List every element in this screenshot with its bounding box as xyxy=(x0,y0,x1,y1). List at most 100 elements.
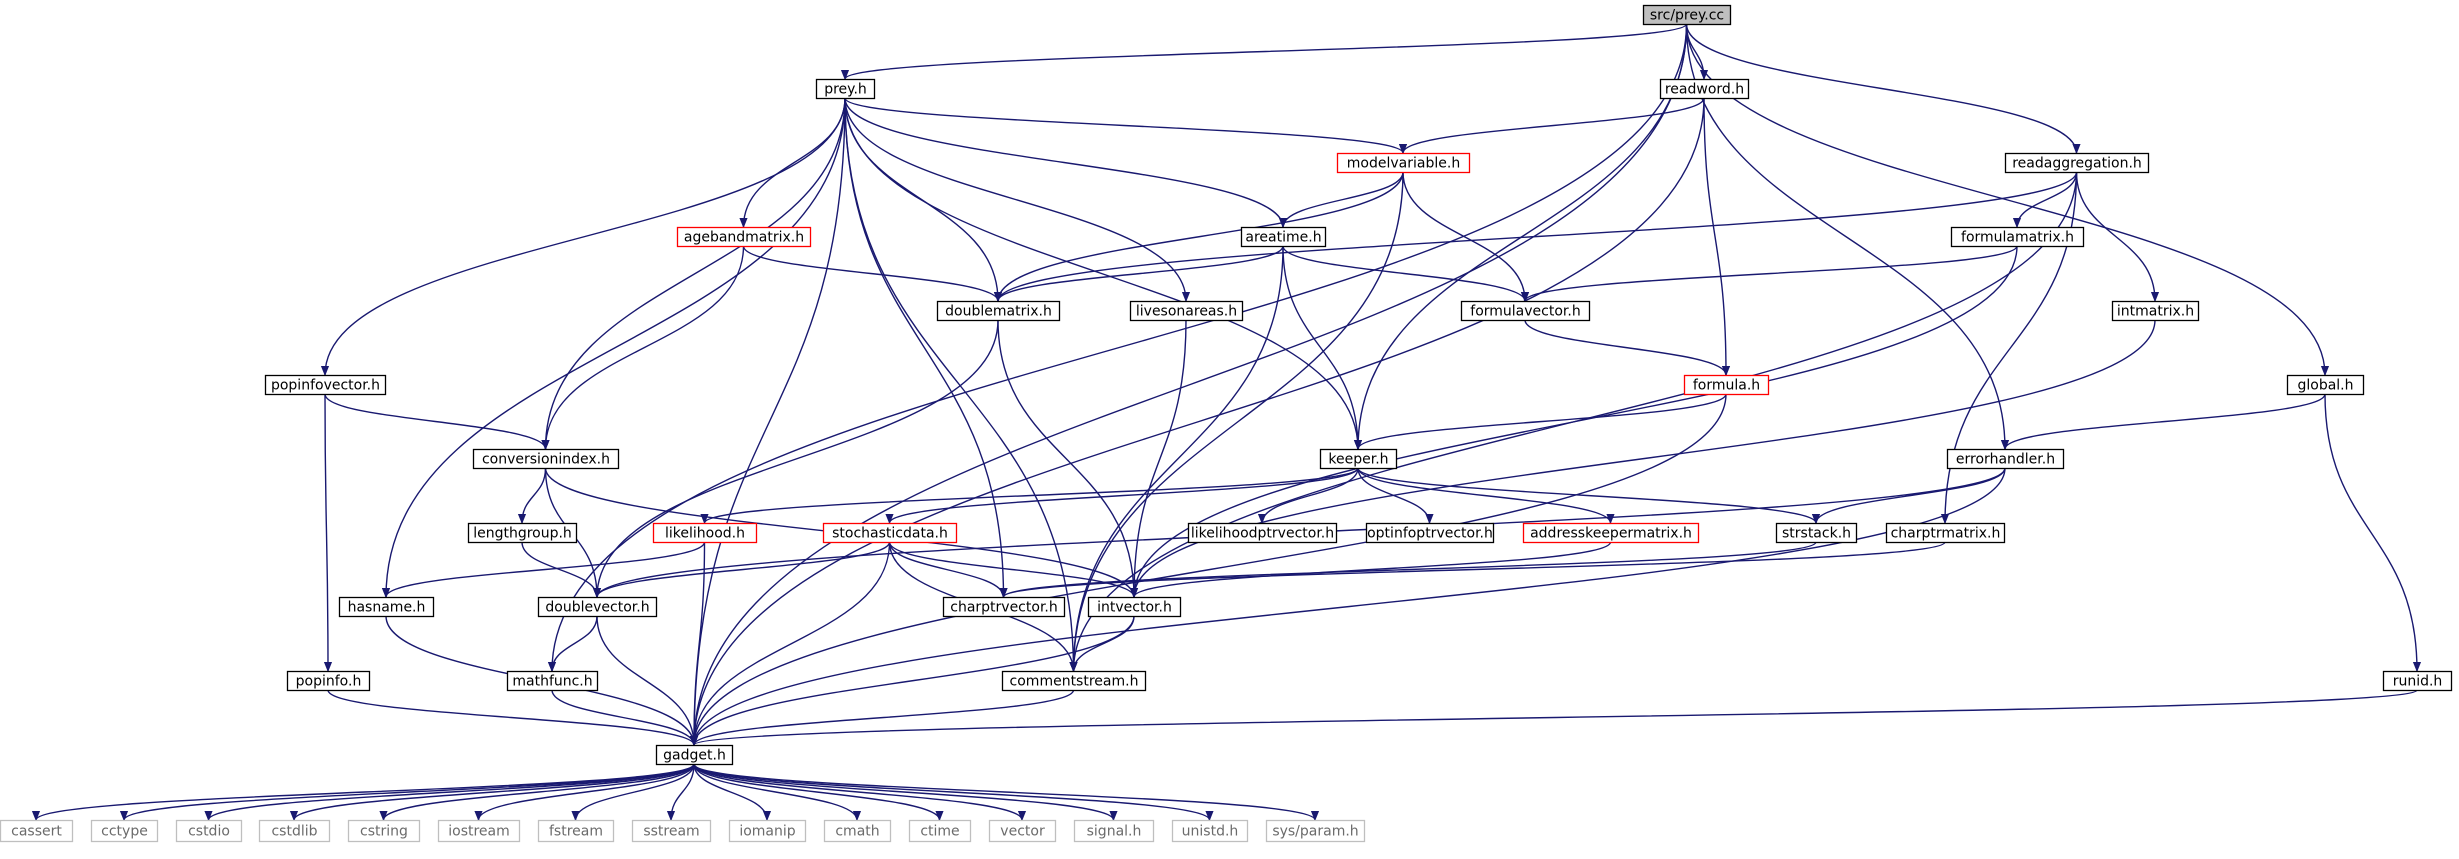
node-box xyxy=(1365,522,1495,544)
node-src-prey-cc[interactable]: src/prey.cc xyxy=(1642,4,1732,26)
node-strstack-h[interactable]: strstack.h xyxy=(1775,522,1858,544)
edge-src_prey_cc-to-keeper_h xyxy=(1358,23,1688,449)
node-box xyxy=(1683,374,1770,396)
edge-doublematrix_h-to-doublevector_h xyxy=(597,319,999,597)
node-unistd-h: unistd.h xyxy=(1171,819,1249,843)
node-box xyxy=(2004,152,2150,174)
node-charptrvector-h[interactable]: charptrvector.h xyxy=(942,596,1066,618)
edge-modelvariable_h-to-commentstream_h xyxy=(1074,171,1404,671)
node-modelvariable-h[interactable]: modelvariable.h xyxy=(1336,152,1471,174)
edge-src_prey_cc-to-prey_h xyxy=(845,23,1688,80)
node-formula-h[interactable]: formula.h xyxy=(1683,374,1770,396)
node-box xyxy=(1129,300,1244,322)
node-box xyxy=(652,522,758,544)
node-box xyxy=(472,448,620,470)
node-intvector-h[interactable]: intvector.h xyxy=(1087,596,1182,618)
node-runid-h[interactable]: runid.h xyxy=(2382,670,2453,692)
edge-prey_h-to-keeper_h xyxy=(844,97,1358,449)
node-areatime-h[interactable]: areatime.h xyxy=(1240,226,1327,248)
node-popinfovector-h[interactable]: popinfovector.h xyxy=(264,374,387,396)
edge-prey_h-to-commentstream_h xyxy=(844,97,1074,671)
edge-formulavector_h-to-formula_h xyxy=(1524,319,1726,376)
node-conversionindex-h[interactable]: conversionindex.h xyxy=(472,448,620,470)
node-box xyxy=(936,300,1061,322)
node-charptrmatrix-h[interactable]: charptrmatrix.h xyxy=(1885,522,2006,544)
node-label: readaggregation.h xyxy=(2012,156,2142,172)
edge-readword_h-to-modelvariable_h xyxy=(1403,97,1705,154)
edge-formulamatrix_h-to-intvector_h xyxy=(1134,245,2018,597)
node-agebandmatrix-h[interactable]: agebandmatrix.h xyxy=(676,226,812,248)
edge-runid_h-to-gadget_h xyxy=(694,689,2418,746)
node-optinfoptrvector-h[interactable]: optinfoptrvector.h xyxy=(1365,522,1495,544)
node-stochasticdata-h[interactable]: stochasticdata.h xyxy=(822,522,958,544)
node-box xyxy=(537,596,658,618)
edge-lengthgroup_h-to-doublevector_h xyxy=(521,541,597,598)
node-readword-h[interactable]: readword.h xyxy=(1659,78,1750,100)
edge-keeper_h-to-likelihoodptrvector_h xyxy=(1262,467,1359,524)
edge-global_h-to-errorhandler_h xyxy=(2005,393,2326,450)
node-label: sstream xyxy=(643,824,699,840)
edge-gadget_h-to-cstdlib xyxy=(294,763,695,821)
edge-errorhandler_h-to-gadget_h xyxy=(694,467,2006,745)
node-gadget-h[interactable]: gadget.h xyxy=(655,744,734,766)
node-label: agebandmatrix.h xyxy=(684,230,804,246)
edge-mathfunc_h-to-gadget_h xyxy=(551,689,694,746)
node-label: strstack.h xyxy=(1782,526,1851,542)
node-label: lengthgroup.h xyxy=(473,526,572,542)
edge-prey_h-to-gadget_h xyxy=(694,97,846,745)
node-keeper-h[interactable]: keeper.h xyxy=(1319,448,1398,470)
node-likelihood-h[interactable]: likelihood.h xyxy=(652,522,758,544)
node-livesonareas-h[interactable]: livesonareas.h xyxy=(1129,300,1244,322)
edge-formula_h-to-gadget_h xyxy=(694,393,1727,745)
edge-intvector_h-to-commentstream_h xyxy=(1074,615,1135,672)
node-box xyxy=(988,819,1057,843)
node-label: global.h xyxy=(2297,378,2353,394)
node-cstdlib: cstdlib xyxy=(258,819,331,843)
edge-prey_h-to-conversionindex_h xyxy=(546,97,846,449)
node-intmatrix-h[interactable]: intmatrix.h xyxy=(2111,300,2200,322)
edge-likelihood_h-to-gadget_h xyxy=(694,541,706,745)
node-doublevector-h[interactable]: doublevector.h xyxy=(537,596,658,618)
node-prey-h[interactable]: prey.h xyxy=(815,78,876,100)
node-box xyxy=(286,670,371,692)
node-formulamatrix-h[interactable]: formulamatrix.h xyxy=(1950,226,2085,248)
node-formulavector-h[interactable]: formulavector.h xyxy=(1460,300,1591,322)
node-lengthgroup-h[interactable]: lengthgroup.h xyxy=(467,522,578,544)
node-doublematrix-h[interactable]: doublematrix.h xyxy=(936,300,1061,322)
node-vector: vector xyxy=(988,819,1057,843)
node-addresskeepermatrix-h[interactable]: addresskeepermatrix.h xyxy=(1522,522,1700,544)
edge-keeper_h-to-addresskeepermatrix_h xyxy=(1357,467,1611,524)
edge-prey_h-to-modelvariable_h xyxy=(844,97,1403,154)
edge-prey_h-to-livesonareas_h xyxy=(844,97,1186,301)
node-cassert: cassert xyxy=(0,819,74,843)
edge-gadget_h-to-sys_param_h xyxy=(693,763,1315,821)
node-cmath: cmath xyxy=(823,819,892,843)
edge-layer xyxy=(36,23,2418,821)
node-box xyxy=(506,670,599,692)
edge-areatime_h-to-commentstream_h xyxy=(1074,245,1284,671)
node-label: likelihoodptrvector.h xyxy=(1191,526,1334,542)
edge-areatime_h-to-formulavector_h xyxy=(1282,245,1525,302)
node-popinfo-h[interactable]: popinfo.h xyxy=(286,670,371,692)
node-box xyxy=(90,819,159,843)
node-errorhandler-h[interactable]: errorhandler.h xyxy=(1946,448,2065,470)
edge-src_prey_cc-to-mathfunc_h xyxy=(552,23,1688,671)
node-box xyxy=(175,819,243,843)
node-readaggregation-h[interactable]: readaggregation.h xyxy=(2004,152,2150,174)
node-box xyxy=(1171,819,1249,843)
edge-keeper_h-to-likelihood_h xyxy=(705,467,1359,524)
node-commentstream-h[interactable]: commentstream.h xyxy=(1001,670,1147,692)
node-label: likelihood.h xyxy=(665,526,745,542)
node-global-h[interactable]: global.h xyxy=(2286,374,2365,396)
node-label: ctime xyxy=(920,824,959,840)
node-hasname-h[interactable]: hasname.h xyxy=(338,596,435,618)
node-sstream: sstream xyxy=(631,819,712,843)
node-box xyxy=(1087,596,1182,618)
node-label: doublematrix.h xyxy=(945,304,1052,320)
node-label: cctype xyxy=(101,824,148,840)
node-likelihoodptrvector-h[interactable]: likelihoodptrvector.h xyxy=(1187,522,1338,544)
edge-readaggregation_h-to-doublematrix_h xyxy=(998,171,2078,302)
node-mathfunc-h[interactable]: mathfunc.h xyxy=(506,670,599,692)
edge-stochasticdata_h-to-gadget_h xyxy=(694,541,891,745)
